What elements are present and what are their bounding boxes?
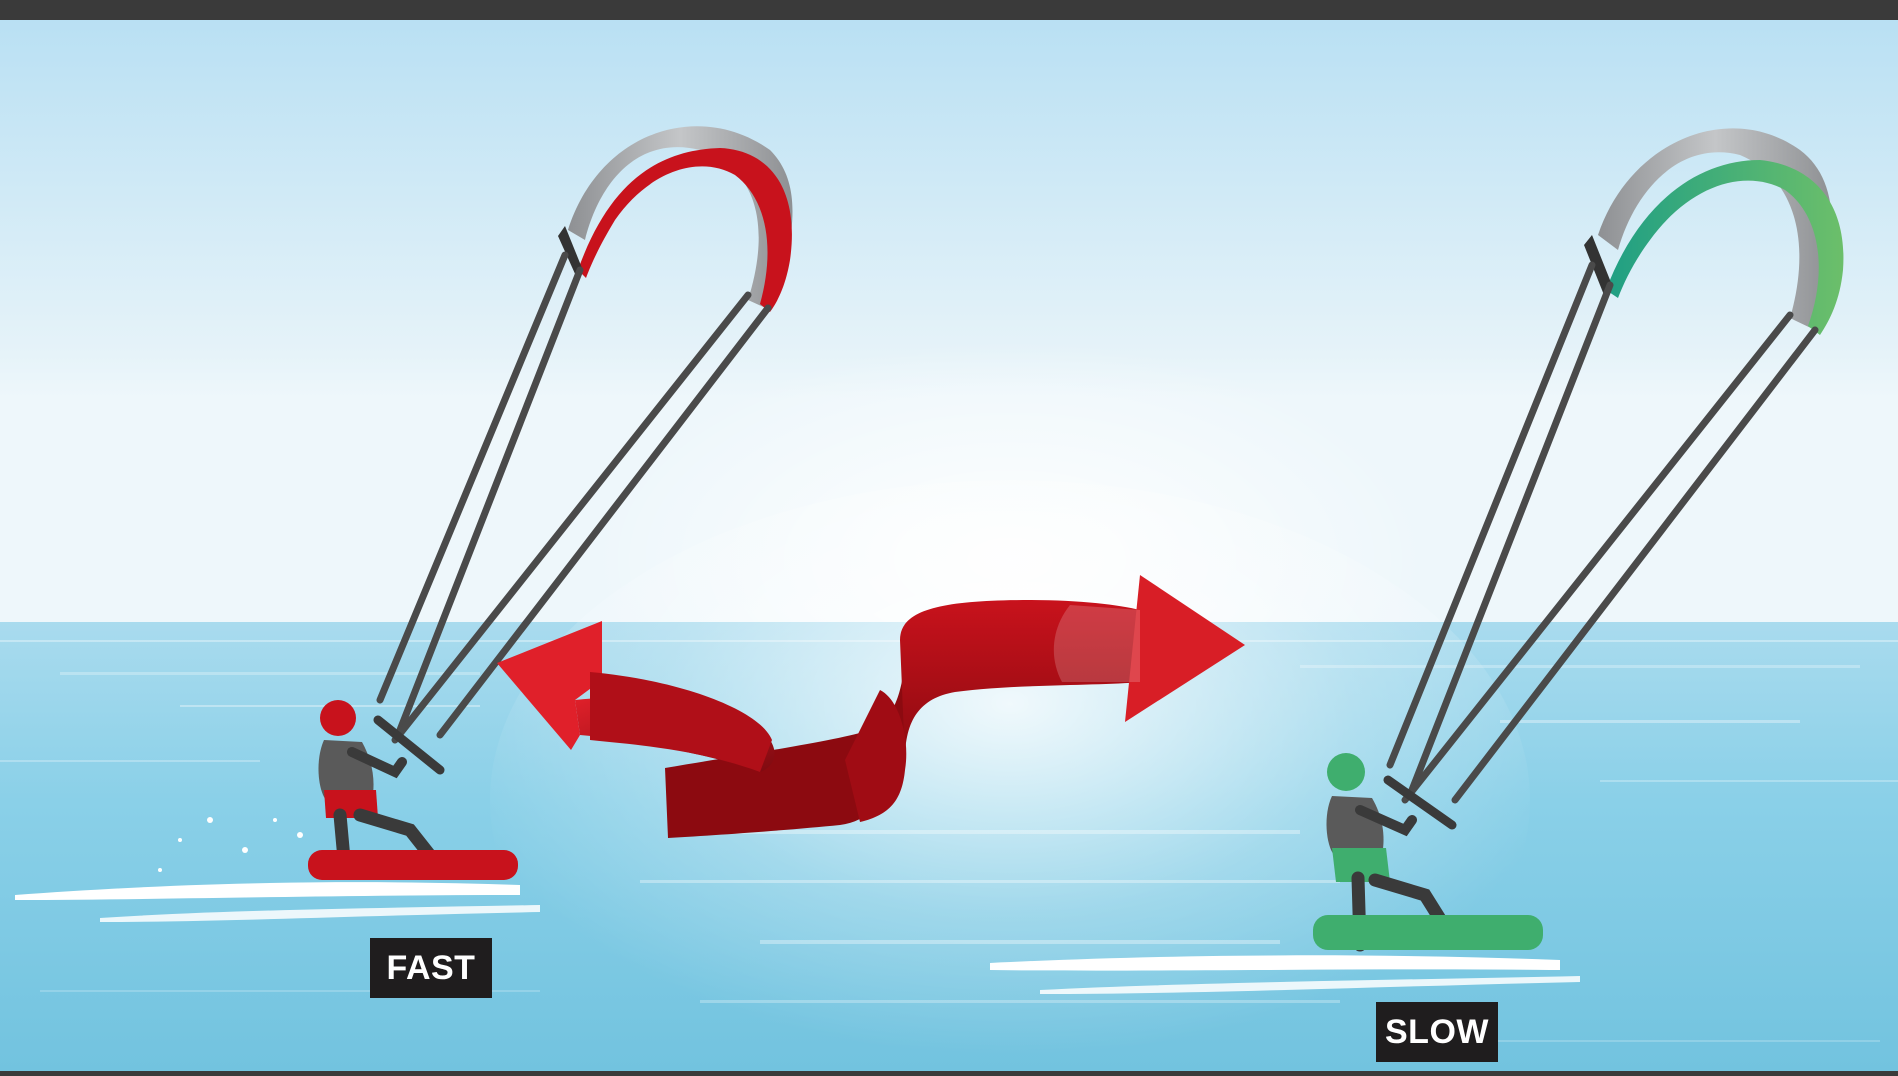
board-green (1313, 915, 1543, 950)
label-slow: SLOW (1376, 1002, 1498, 1062)
label-fast: FAST (370, 938, 492, 998)
board-red (308, 850, 518, 880)
top-bar (0, 0, 1898, 20)
